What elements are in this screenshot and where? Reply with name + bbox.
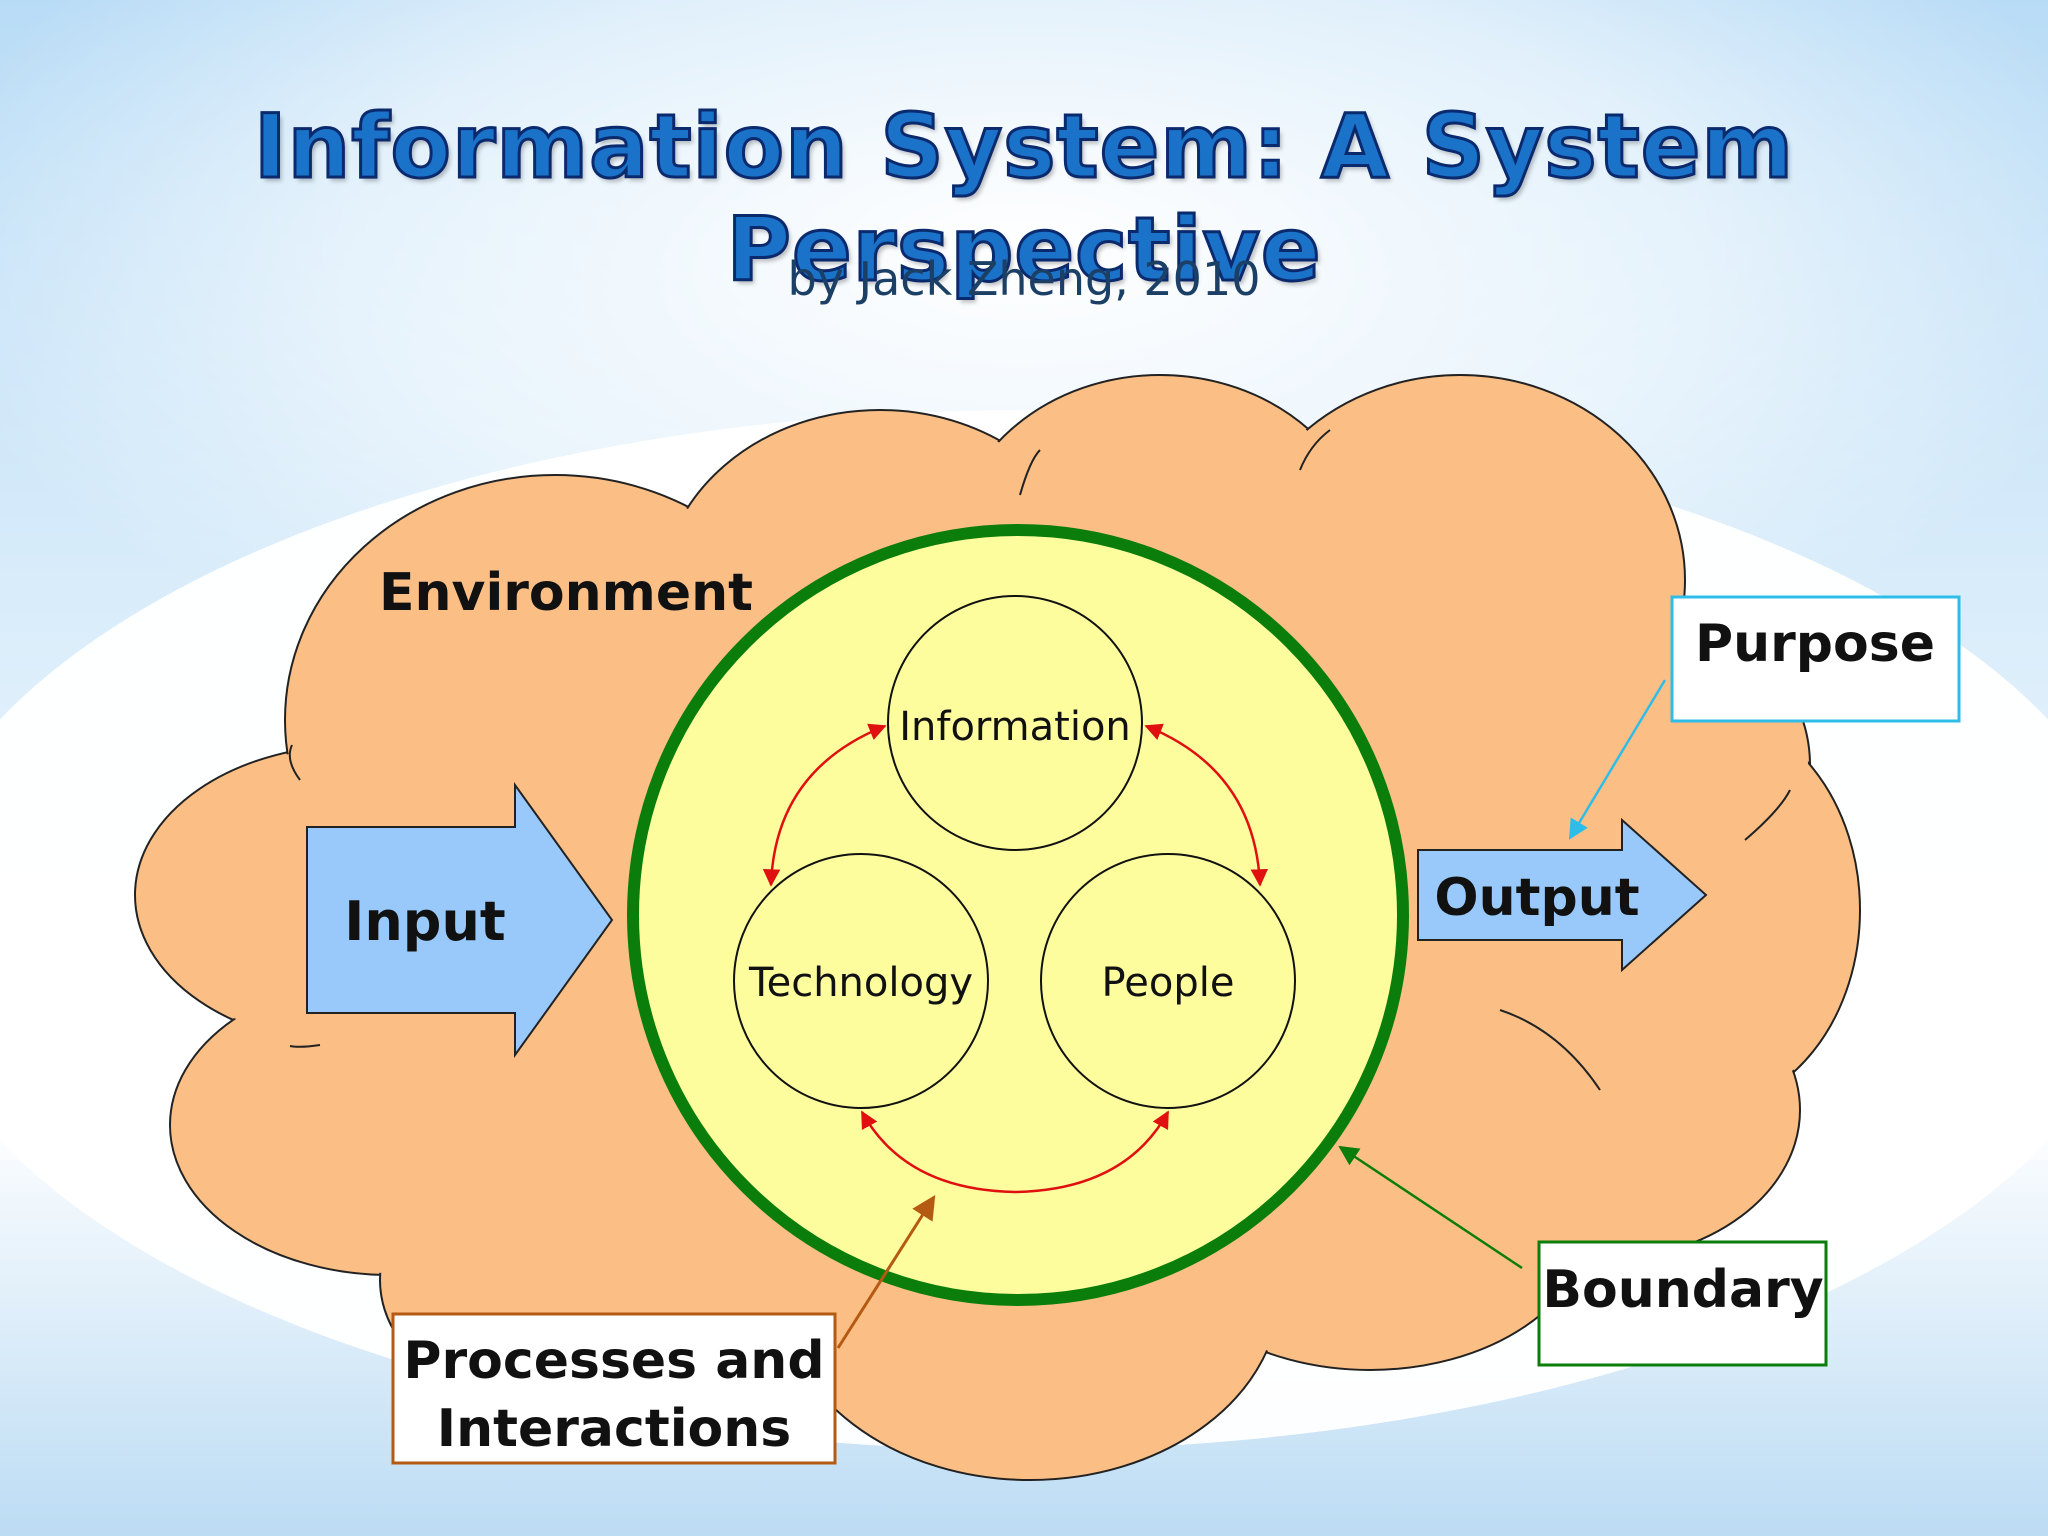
processes-label-line2: Interactions [437,1399,791,1459]
component-technology: Technology [733,853,989,1109]
boundary-pointer-arrow [1338,1145,1523,1270]
system-boundary [627,524,1409,1306]
interaction-arrow-technology-people [860,1110,1170,1194]
processes-callout: Processes and Interactions [391,1312,837,1465]
information-label: Information [899,704,1131,750]
interaction-arrow-information-people [1144,723,1269,887]
people-label: People [1102,960,1235,1006]
boundary-callout: Boundary [1537,1240,1828,1367]
input-arrow: Input [306,781,614,1059]
boundary-label: Boundary [1542,1260,1823,1320]
processes-pointer-arrow [836,1194,936,1349]
interaction-arrow-information-technology [762,723,887,887]
environment-label: Environment [379,563,753,623]
output-arrow: Output [1417,817,1708,973]
component-people: People [1040,853,1296,1109]
input-label: Input [344,890,505,953]
purpose-pointer-arrow [1568,679,1667,840]
purpose-label: Purpose [1695,614,1935,674]
technology-label: Technology [748,960,973,1006]
processes-label-line1: Processes and [403,1331,824,1391]
slide-title: Information System: A System Perspective [252,94,1795,303]
output-label: Output [1434,868,1639,928]
purpose-callout: Purpose [1670,595,1961,723]
slide-subtitle: by Jack Zheng, 2010 [787,252,1261,306]
component-information: Information [887,595,1143,851]
